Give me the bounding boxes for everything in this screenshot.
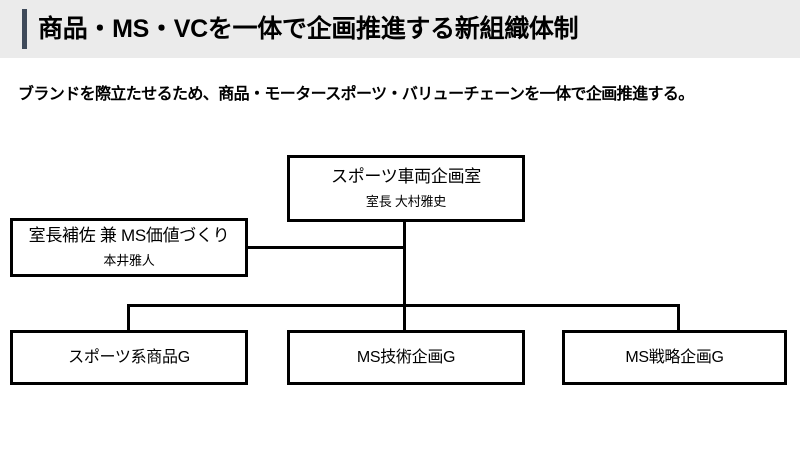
connector-drop-group-3 bbox=[677, 304, 680, 332]
org-node-deputy-title: 室長補佐 兼 MS価値づくり bbox=[28, 226, 230, 245]
connector-drop-group-1 bbox=[127, 304, 130, 332]
org-node-group-2-title: MS技術企画G bbox=[356, 348, 456, 366]
org-node-root-person: 室長 大村雅史 bbox=[365, 194, 447, 209]
subtitle-text: ブランドを際立たせるため、商品・モータースポーツ・バリューチェーンを一体で企画推… bbox=[18, 86, 694, 103]
org-node-group-1: スポーツ系商品G bbox=[10, 330, 248, 385]
org-node-group-1-title: スポーツ系商品G bbox=[68, 348, 190, 366]
page-title: 商品・MS・VCを一体で企画推進する新組織体制 bbox=[38, 15, 579, 43]
header-accent-bar bbox=[22, 9, 27, 49]
connector-deputy-horizontal bbox=[246, 246, 405, 249]
header-band: 商品・MS・VCを一体で企画推進する新組織体制 bbox=[0, 0, 800, 58]
org-node-group-3: MS戦略企画G bbox=[562, 330, 787, 385]
org-node-root: スポーツ車両企画室 室長 大村雅史 bbox=[287, 155, 525, 222]
org-node-deputy: 室長補佐 兼 MS価値づくり 本井雅人 bbox=[10, 218, 248, 277]
org-node-group-2: MS技術企画G bbox=[287, 330, 525, 385]
org-node-group-3-title: MS戦略企画G bbox=[625, 348, 724, 366]
org-node-root-title: スポーツ車両企画室 bbox=[331, 167, 481, 186]
connector-drop-group-2 bbox=[403, 304, 406, 332]
org-node-deputy-person: 本井雅人 bbox=[103, 253, 155, 268]
connector-trunk-vertical bbox=[403, 219, 406, 307]
